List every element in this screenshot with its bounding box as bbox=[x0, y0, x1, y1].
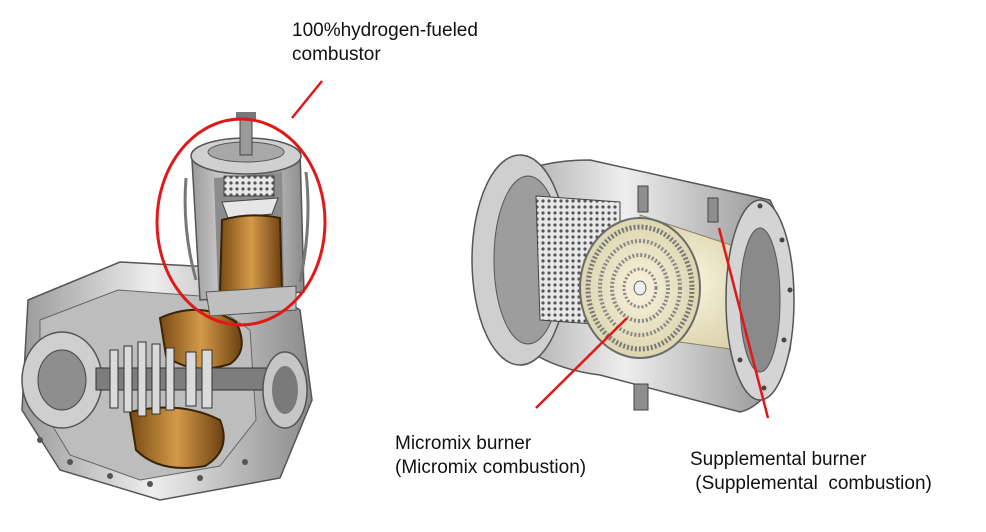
combustor-highlight bbox=[155, 80, 327, 327]
combustor-label-line1: 100%hydrogen-fueled bbox=[292, 20, 478, 41]
supplemental-label: Supplemental burner (Supplemental combus… bbox=[690, 448, 932, 496]
combustor-label: 100%hydrogen-fueled combustor bbox=[292, 19, 478, 67]
gas-turbine-cutaway-illustration bbox=[21, 112, 313, 501]
micromix-label-line2: (Micromix combustion) bbox=[395, 457, 587, 478]
micromix-label: Micromix burner (Micromix combustion) bbox=[395, 432, 586, 480]
micromix-callout-line bbox=[535, 317, 628, 409]
micromix-combustor-illustration bbox=[471, 154, 795, 413]
supplemental-label-line2: (Supplemental combustion) bbox=[690, 473, 932, 494]
supplemental-callout-line bbox=[717, 227, 770, 419]
micromix-label-line1: Micromix burner bbox=[395, 433, 532, 454]
combustor-label-line2: combustor bbox=[292, 44, 381, 65]
supplemental-label-line1: Supplemental burner bbox=[690, 449, 867, 470]
